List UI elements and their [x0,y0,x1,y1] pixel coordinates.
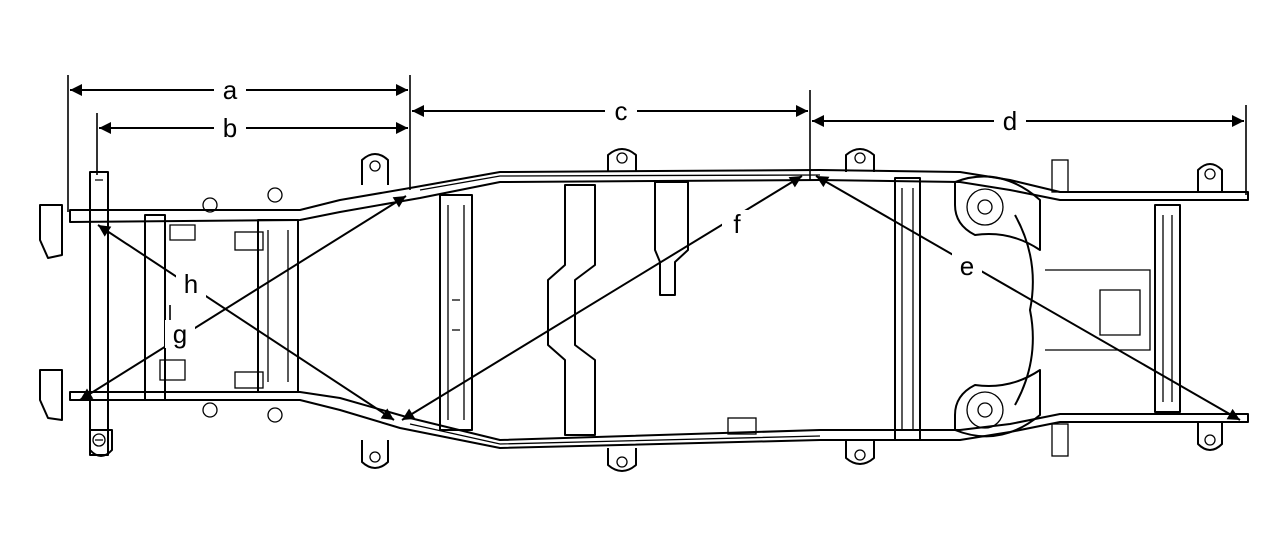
label-b: b [223,113,237,143]
label-a: a [223,75,238,105]
dimension-e-line [815,175,1241,421]
label-h: h [184,269,198,299]
label-c: c [615,96,628,126]
dimension-lines [67,75,1247,421]
label-f: f [733,209,741,239]
label-e: e [960,251,974,281]
label-g: g [173,319,187,349]
dimension-g-line [79,195,407,401]
dimension-labels: a b c d e f g h [165,75,1026,349]
dimension-h-line [97,224,395,421]
vehicle-frame-drawing [39,148,1249,472]
label-d: d [1003,106,1017,136]
